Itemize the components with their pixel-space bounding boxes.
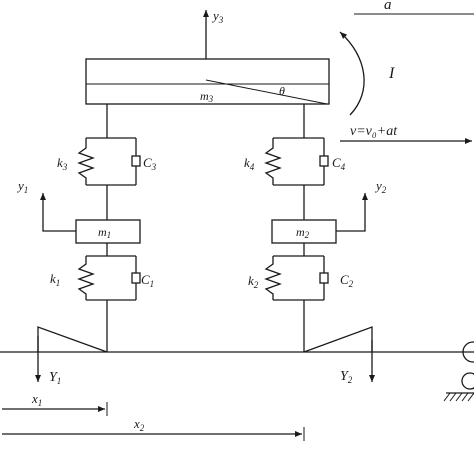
c3-label: C3 bbox=[143, 155, 157, 172]
m3-label: m3 bbox=[200, 89, 214, 104]
Y1-label: Y1 bbox=[49, 370, 61, 386]
y2-arrow bbox=[336, 193, 368, 232]
y2-label: y2 bbox=[374, 178, 387, 195]
y1-label: y1 bbox=[16, 178, 28, 195]
Y2-label: Y2 bbox=[340, 369, 353, 385]
support-circle-bottom bbox=[461, 372, 474, 390]
pitch-rotation-arrow bbox=[339, 31, 365, 116]
spring-k2 bbox=[264, 256, 282, 300]
k3-label: k3 bbox=[57, 155, 68, 172]
damper-c3 bbox=[131, 155, 141, 167]
left-bump-wedge bbox=[37, 326, 108, 353]
y3-label: y3 bbox=[211, 8, 224, 25]
inertia-label: I bbox=[388, 65, 395, 82]
k4-label: k4 bbox=[244, 155, 255, 172]
damper-c4 bbox=[319, 155, 329, 167]
theta-label: θ bbox=[279, 84, 285, 98]
k2-label: k2 bbox=[248, 273, 259, 290]
c2-label: C2 bbox=[340, 272, 354, 289]
y1-arrow bbox=[40, 193, 76, 232]
right-bump-wedge bbox=[303, 326, 373, 353]
c4-label: C4 bbox=[332, 155, 346, 172]
m1-label: m1 bbox=[98, 225, 111, 240]
damper-c1 bbox=[131, 272, 141, 284]
m2-label: m2 bbox=[296, 225, 310, 240]
c1-label: C1 bbox=[141, 272, 154, 289]
support-circle-top bbox=[462, 341, 474, 363]
k1-label: k1 bbox=[50, 271, 60, 288]
velocity-label: v=v₀+at bbox=[350, 124, 398, 139]
spring-k1 bbox=[77, 256, 95, 300]
accel-label: a bbox=[384, 0, 392, 13]
spring-k4 bbox=[264, 138, 282, 185]
x1-label: x1 bbox=[31, 391, 42, 408]
damper-c2 bbox=[319, 272, 329, 284]
theta-line bbox=[205, 79, 328, 105]
spring-k3 bbox=[77, 138, 95, 185]
x2-label: x2 bbox=[133, 416, 145, 433]
support-hatch bbox=[443, 392, 474, 402]
